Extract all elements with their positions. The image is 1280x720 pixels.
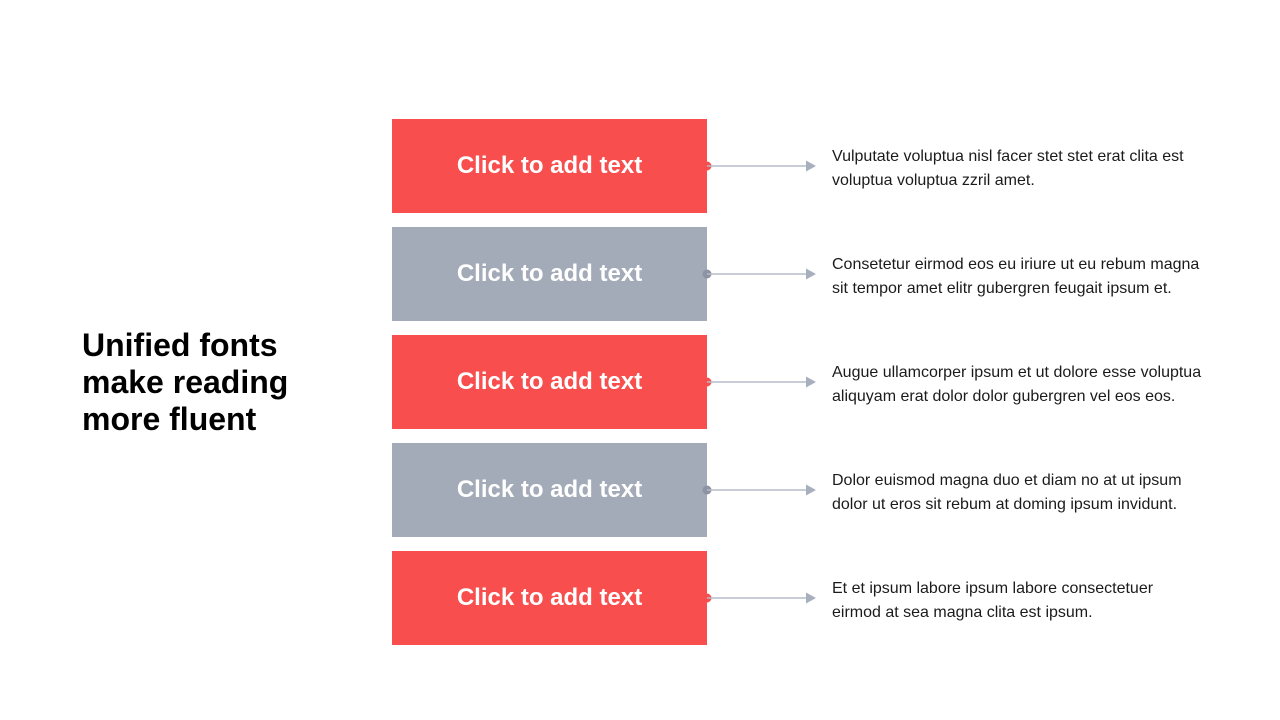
text-placeholder-box[interactable]: Click to add text <box>392 227 707 321</box>
arrow-connector <box>702 376 816 388</box>
text-placeholder-box[interactable]: Click to add text <box>392 443 707 537</box>
process-list: Click to add text Vulputate voluptua nis… <box>392 119 1232 645</box>
box-label: Click to add text <box>456 476 643 503</box>
list-item: Click to add text Dolor euismod magna du… <box>392 443 1232 537</box>
arrow-head-icon <box>806 376 816 388</box>
list-item: Click to add text Vulputate voluptua nis… <box>392 119 1232 213</box>
row-description: Et et ipsum labore ipsum labore consecte… <box>832 580 1154 621</box>
list-item: Click to add text Consetetur eirmod eos … <box>392 227 1232 321</box>
text-placeholder-box[interactable]: Click to add text <box>392 335 707 429</box>
text-placeholder-box[interactable]: Click to add text <box>392 119 707 213</box>
arrow-head-icon <box>806 268 816 280</box>
list-item: Click to add text Augue ullamcorper ipsu… <box>392 335 1232 429</box>
arrow-connector <box>702 592 816 604</box>
list-item: Click to add text Et et ipsum labore ips… <box>392 551 1232 645</box>
arrow-connector <box>702 484 816 496</box>
row-description: Augue ullamcorper ipsum et ut dolore ess… <box>832 364 1202 405</box>
row-description: Dolor euismod magna duo et diam no at ut… <box>832 472 1182 513</box>
arrow-connector <box>702 160 816 172</box>
row-description: Consetetur eirmod eos eu iriure ut eu re… <box>832 256 1200 297</box>
arrow-connector <box>702 268 816 280</box>
text-placeholder-box[interactable]: Click to add text <box>392 551 707 645</box>
box-label: Click to add text <box>456 368 643 395</box>
row-description: Vulputate voluptua nisl facer stet stet … <box>832 148 1184 189</box>
box-label: Click to add text <box>456 584 643 611</box>
box-label: Click to add text <box>456 152 643 179</box>
box-label: Click to add text <box>456 260 643 287</box>
arrow-head-icon <box>806 592 816 604</box>
arrow-head-icon <box>806 484 816 496</box>
arrow-head-icon <box>806 160 816 172</box>
slide-title: Unified fonts make reading more fluent <box>82 327 289 438</box>
